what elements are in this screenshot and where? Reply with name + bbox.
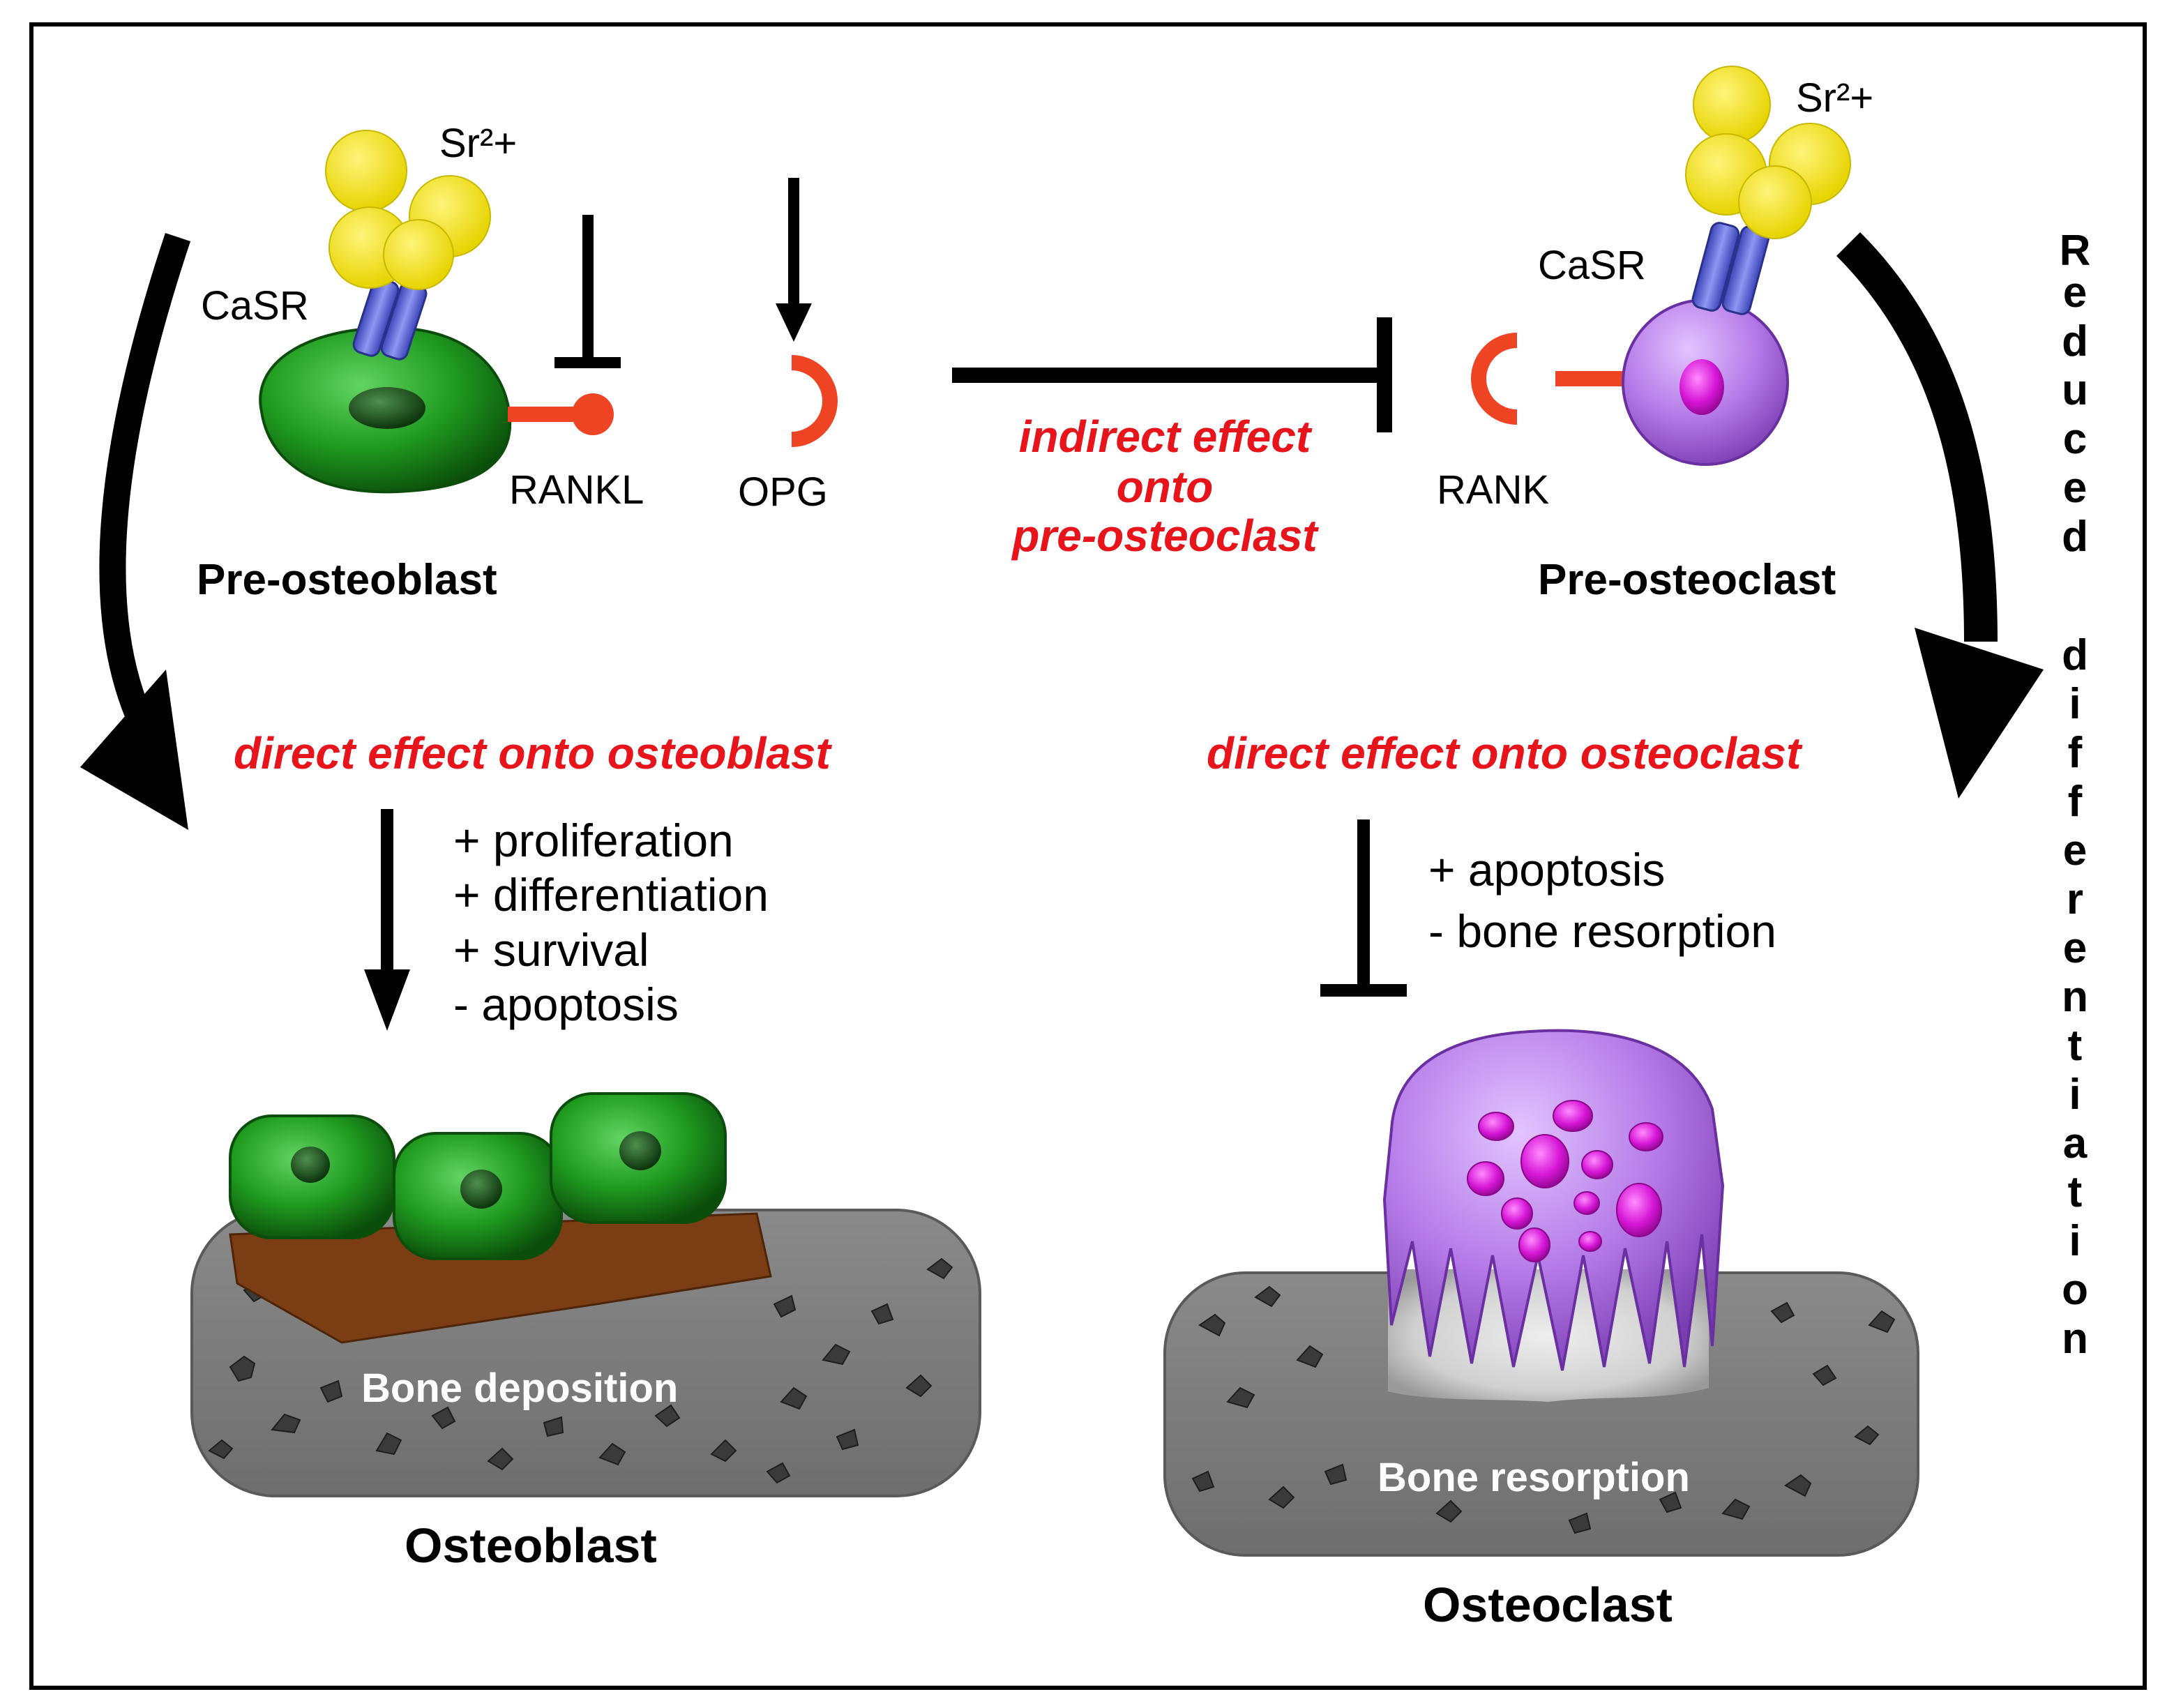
side-letter: d xyxy=(2062,631,2088,679)
side-letter: n xyxy=(2062,1315,2088,1363)
side-letter: c xyxy=(2063,415,2087,463)
bone-deposition-label: Bone deposition xyxy=(361,1366,678,1411)
reduced-differentiation-label: R e d u c e d d i f f e r e n t i a t i … xyxy=(2060,227,2091,1363)
osteoclast-inhibition-symbol xyxy=(1320,819,1407,997)
side-letter: i xyxy=(2069,1071,2081,1119)
pre-osteoblast-label: Pre-osteoblast xyxy=(197,556,497,604)
indirect-effect-line-3: pre-osteoclast xyxy=(1011,511,1319,561)
rank-receptor-stem xyxy=(1555,371,1632,386)
left-bone-matrix xyxy=(190,1209,981,1497)
pre-osteoclast-label: Pre-osteoclast xyxy=(1538,556,1836,604)
right-strontium-ions xyxy=(1685,66,1851,239)
opg-upregulation-arrow xyxy=(776,178,812,342)
rankl-inhibition-symbol xyxy=(554,215,621,368)
rank-label: RANK xyxy=(1437,467,1549,513)
side-letter: t xyxy=(2068,1168,2083,1216)
osteoclast-nuclei xyxy=(1467,1100,1663,1262)
osteoblast-label: Osteoblast xyxy=(405,1518,657,1573)
opg-decoy xyxy=(791,355,838,447)
side-letter: o xyxy=(2062,1266,2088,1314)
osteoblast-effect-3: + survival xyxy=(453,924,649,976)
rankl-ligand xyxy=(508,393,614,435)
osteoblast-cells xyxy=(229,1092,727,1260)
osteoblast-effect-label: direct effect onto osteoblast xyxy=(234,728,833,778)
left-strontium-ions xyxy=(325,130,491,290)
side-letter: R xyxy=(2060,227,2091,275)
bone-resorption-label: Bone resorption xyxy=(1377,1455,1690,1500)
pre-osteoclast-cell xyxy=(1622,298,1789,466)
rank-receptor-cup xyxy=(1471,333,1518,425)
side-letter: e xyxy=(2063,924,2087,972)
osteoclast-effect-2: - bone resorption xyxy=(1428,905,1776,957)
indirect-effect-line-2: onto xyxy=(1117,462,1214,512)
osteoclast-effect-1: + apoptosis xyxy=(1428,844,1665,895)
side-letter: f xyxy=(2068,778,2083,826)
indirect-inhibition-symbol xyxy=(952,317,1392,432)
side-letter: n xyxy=(2062,973,2088,1021)
side-letter: a xyxy=(2063,1119,2088,1167)
osteoblast-effect-2: + differentiation xyxy=(453,869,769,921)
osteoclast-effect-label: direct effect onto osteoclast xyxy=(1207,728,1803,778)
figure-frame xyxy=(29,22,2147,1690)
right-bone-matrix xyxy=(1163,1269,1919,1557)
side-letter: u xyxy=(2062,366,2088,414)
side-letter: e xyxy=(2063,826,2087,875)
side-letter: e xyxy=(2063,269,2087,317)
side-letter: f xyxy=(2068,729,2083,777)
left-sr-label: Sr²+ xyxy=(439,121,517,166)
rankl-label: RANKL xyxy=(509,467,644,513)
osteoblast-effect-4: - apoptosis xyxy=(453,978,679,1030)
side-letter: r xyxy=(2067,875,2083,923)
side-letter: i xyxy=(2069,680,2081,728)
osteoblast-cell-1 xyxy=(229,1114,395,1239)
side-letter: d xyxy=(2062,317,2088,365)
side-letter: d xyxy=(2062,513,2088,561)
right-casr-receptor xyxy=(1691,222,1770,315)
right-differentiation-arrow xyxy=(1836,232,2044,799)
side-letter: e xyxy=(2063,464,2087,512)
right-sr-label: Sr²+ xyxy=(1796,75,1873,121)
osteoblast-stimulation-arrow xyxy=(364,809,410,1031)
right-bone-texture xyxy=(1191,1285,1896,1534)
osteoid-layer xyxy=(229,1212,772,1344)
osteoblast-cell-2 xyxy=(393,1132,563,1260)
indirect-effect-line-1: indirect effect xyxy=(1019,411,1313,462)
osteoblast-cell-3 xyxy=(550,1092,727,1224)
side-letter: i xyxy=(2069,1217,2081,1265)
left-casr-label: CaSR xyxy=(201,283,309,328)
opg-label: OPG xyxy=(738,469,828,515)
pre-osteoblast-nucleus xyxy=(349,387,425,429)
left-bone-texture xyxy=(208,1257,953,1484)
pre-osteoclast-nucleus xyxy=(1679,359,1724,415)
osteoclast-cell xyxy=(1382,1029,1725,1371)
osteoclast-label: Osteoclast xyxy=(1423,1578,1673,1632)
right-casr-label: CaSR xyxy=(1538,243,1646,288)
side-letter: t xyxy=(2068,1022,2083,1070)
pre-osteoblast-cell xyxy=(259,326,512,494)
left-differentiation-arrow xyxy=(80,232,191,830)
osteoblast-effect-1: + proliferation xyxy=(453,815,734,866)
